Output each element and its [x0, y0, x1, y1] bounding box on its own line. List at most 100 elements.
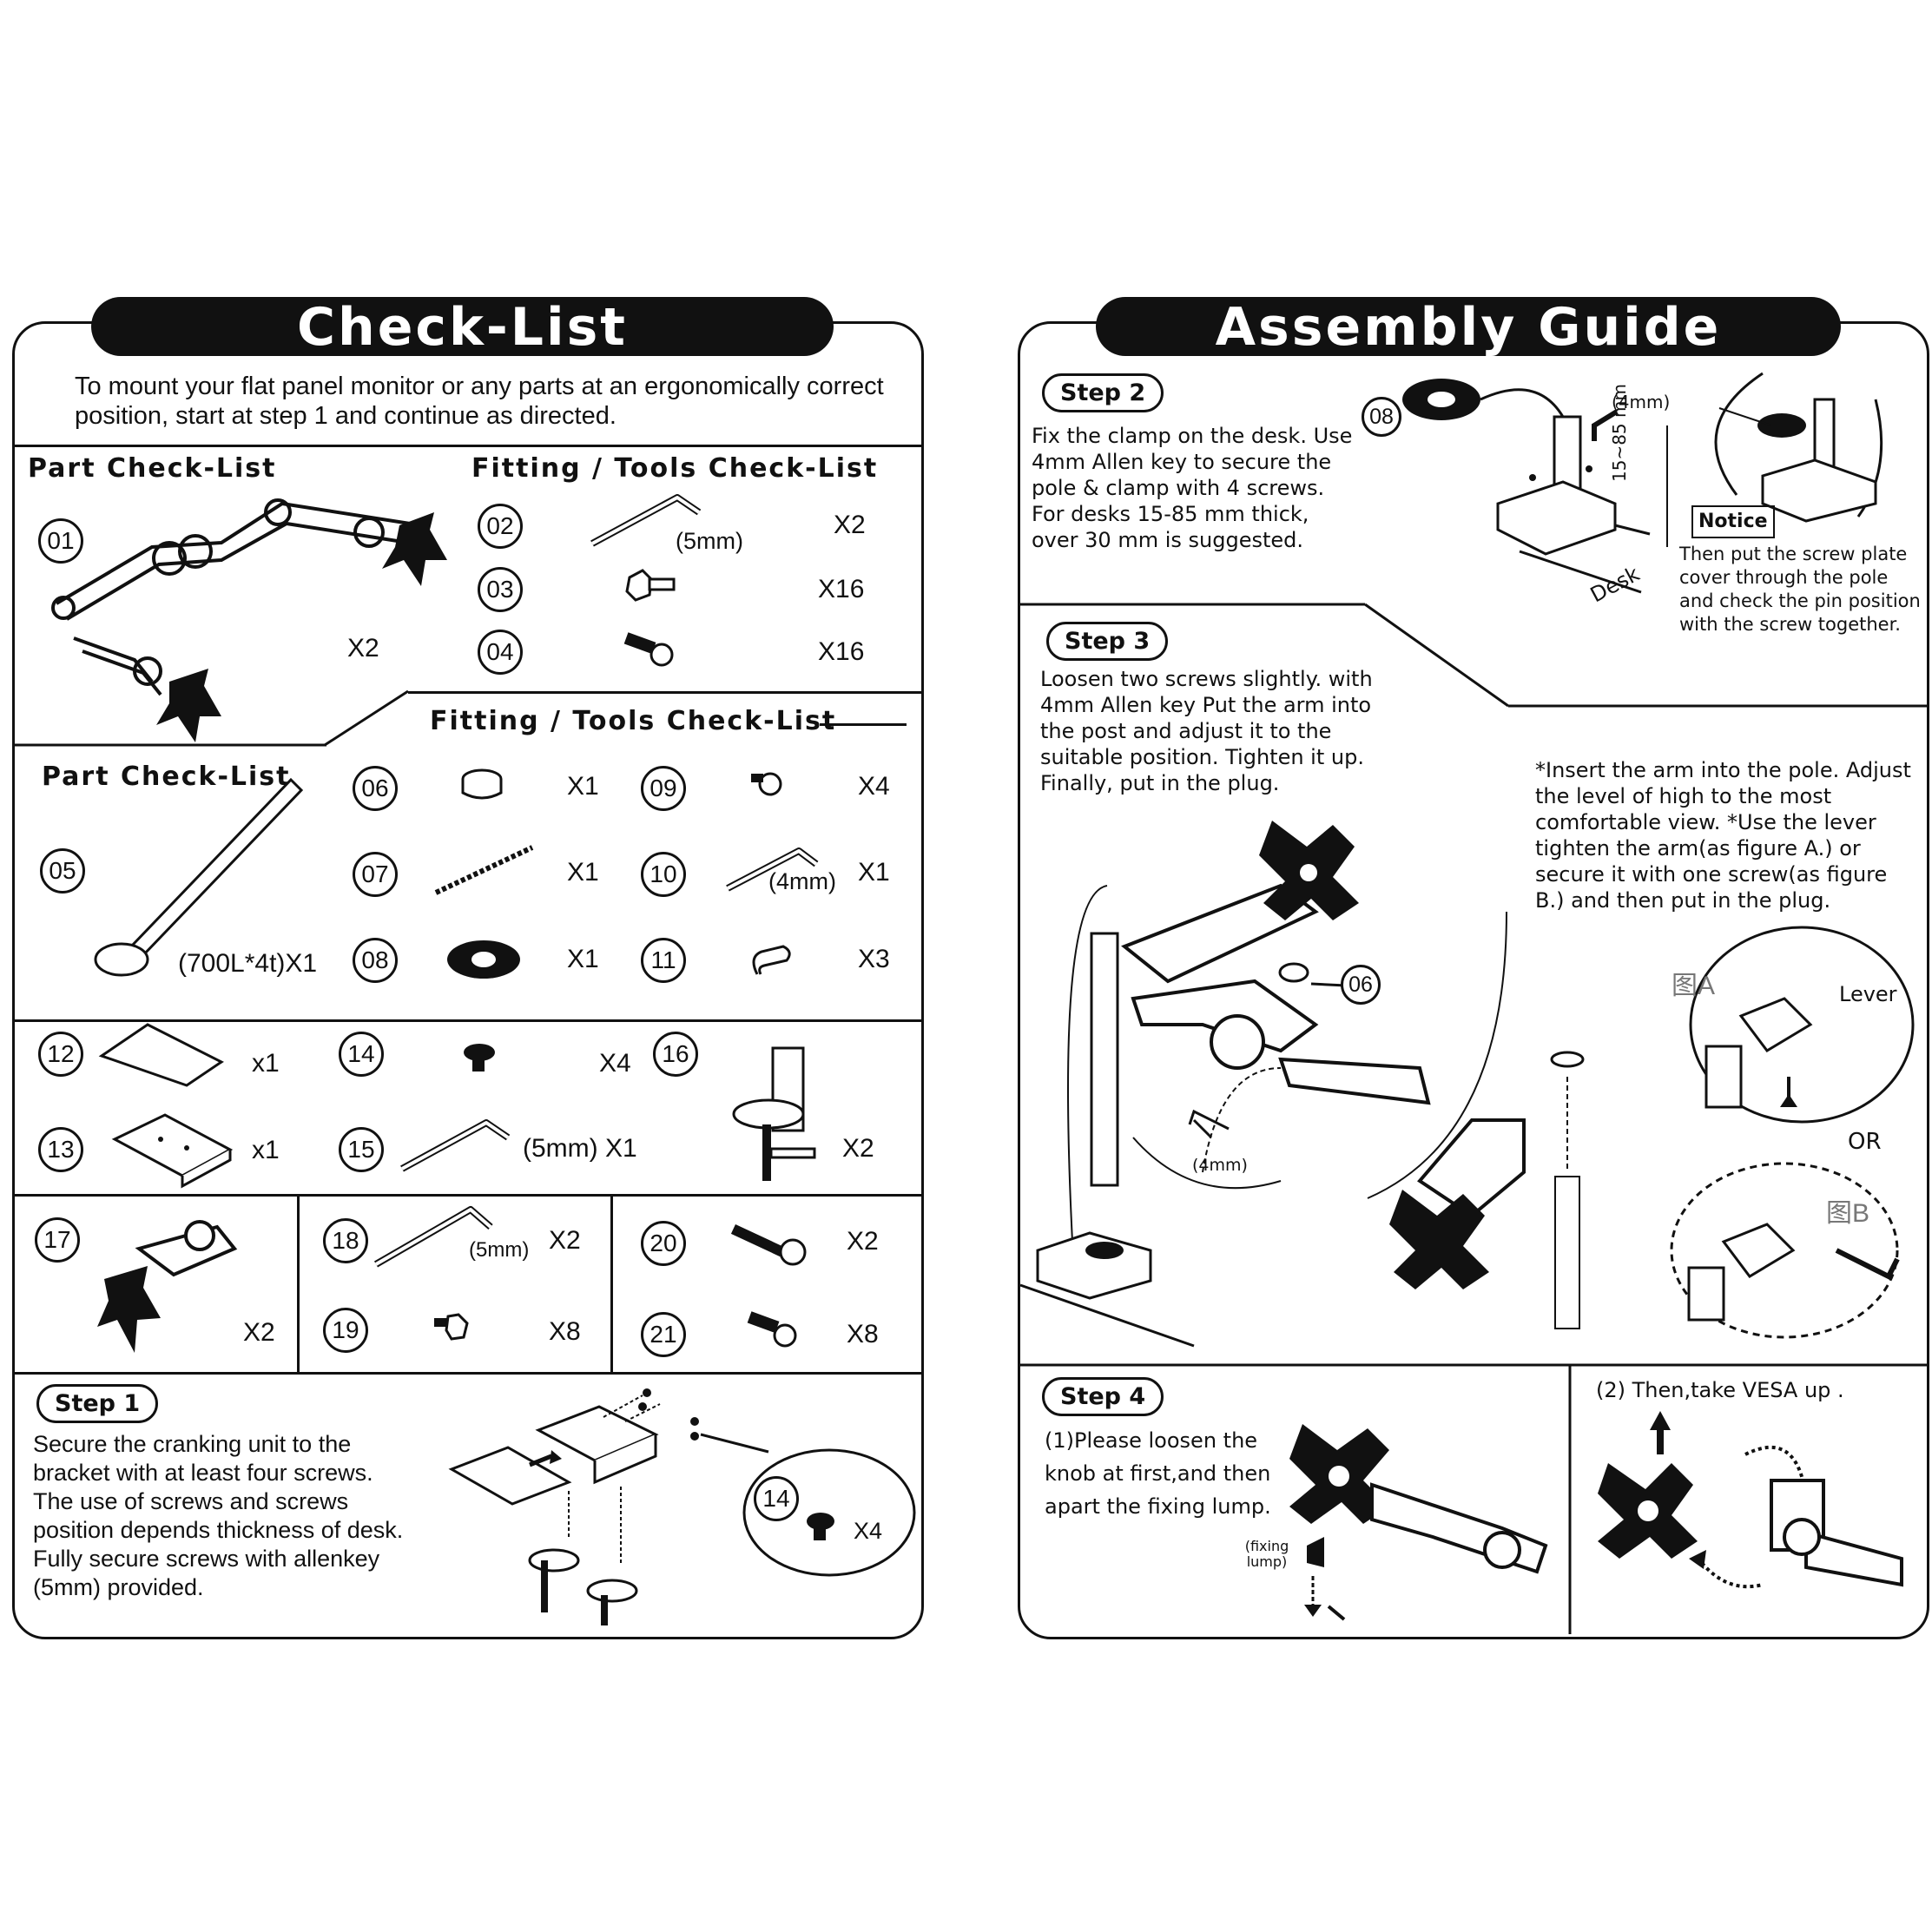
part-checklist-heading: Part Check-List	[28, 453, 277, 484]
step-3-label: Step 3	[1046, 622, 1169, 661]
item-quantity: X1	[567, 945, 599, 973]
allen-key-icon	[590, 494, 702, 547]
step-1-label: Step 1	[36, 1384, 159, 1423]
plug-cap-icon	[461, 768, 503, 800]
item-quantity: X2	[847, 1227, 879, 1256]
step-1-text: Secure the cranking unit to the bracket …	[33, 1431, 404, 1600]
step-3-arm-illustration	[1019, 821, 1915, 1348]
divider	[408, 691, 921, 694]
item-number: 04	[478, 630, 523, 675]
item-number: 18	[323, 1218, 368, 1263]
step-2-notice-text: Then put the screw plate cover through t…	[1679, 544, 1921, 635]
item-quantity: X2	[842, 1134, 874, 1163]
item-quantity: X2	[243, 1318, 275, 1347]
item-number: 19	[323, 1308, 368, 1353]
screw-plate-cover-icon	[447, 940, 520, 979]
step-3-note: *Insert the arm into the pole. Adjust th…	[1535, 758, 1911, 913]
item-number: 15	[339, 1127, 384, 1172]
item-quantity: x1	[252, 1049, 280, 1078]
lever-label: Lever	[1839, 982, 1897, 1006]
step-3-part-number: 06	[1341, 965, 1381, 1005]
step-1-callout-number: 14	[754, 1476, 799, 1521]
item-number: 20	[641, 1221, 686, 1266]
flat-screw-icon	[464, 1044, 495, 1072]
hex-screw-icon	[434, 1313, 469, 1341]
item-quantity: X16	[818, 637, 865, 666]
item-quantity: X3	[858, 945, 890, 973]
divider	[12, 1019, 921, 1022]
flat-screw-icon	[751, 772, 782, 796]
step-3-text: Loosen two screws slightly. with 4mm All…	[1040, 667, 1373, 795]
bracket-icon	[111, 1113, 234, 1189]
divider	[610, 1194, 613, 1373]
item-quantity: x1	[252, 1136, 280, 1164]
item-quantity: (700L*4t)X1	[178, 949, 318, 978]
item-quantity: X8	[549, 1317, 581, 1346]
item-number: 14	[339, 1032, 384, 1077]
item-number: 11	[641, 938, 686, 983]
item-number: 21	[641, 1312, 686, 1357]
item-note: (5mm)	[676, 528, 743, 554]
item-number: 17	[35, 1217, 80, 1263]
item-number: 01	[38, 518, 83, 564]
item-number: 07	[353, 852, 398, 897]
step-4-text: (1)Please loosen the knob at first,and t…	[1045, 1428, 1271, 1519]
step-1-callout-quantity: X4	[854, 1518, 883, 1544]
assembly-dividers	[1018, 603, 1929, 1634]
item-number: 06	[353, 766, 398, 811]
allen-key-icon	[373, 1206, 493, 1268]
divider	[12, 1372, 921, 1375]
hex-screw-icon	[625, 569, 676, 602]
step-2-thickness: 15~85 mm	[1609, 384, 1630, 482]
item-number: 03	[478, 567, 523, 612]
item-note: (4mm)	[768, 868, 836, 894]
step-4-label: Step 4	[1042, 1377, 1164, 1416]
heading-rule	[820, 723, 907, 726]
item-number: 02	[478, 504, 523, 549]
item-quantity: X2	[347, 634, 379, 663]
fitting-checklist-heading: Fitting / Tools Check-List	[430, 706, 837, 736]
step-2-text: Fix the clamp on the desk. Use 4mm Allen…	[1032, 424, 1353, 552]
checklist-intro: To mount your flat panel monitor or any …	[75, 373, 884, 430]
checklist-title: Check-List	[91, 297, 834, 358]
clamp-icon	[732, 1046, 816, 1181]
figure-a-label: 图A	[1672, 972, 1716, 1000]
step-2-key-size: (4mm)	[1612, 392, 1671, 412]
item-quantity: X2	[834, 511, 866, 539]
step-2-part-number: 08	[1362, 397, 1401, 437]
checklist-panel	[12, 321, 924, 1639]
notice-badge: Notice	[1691, 505, 1775, 538]
part-checklist-heading: Part Check-List	[42, 762, 291, 792]
cable-tie-icon	[434, 845, 534, 895]
item-quantity: X2	[549, 1226, 581, 1255]
item-quantity: X4	[599, 1049, 631, 1078]
flat-screw-icon	[807, 1513, 834, 1540]
item-quantity: X1	[858, 858, 890, 887]
pan-screw-icon	[623, 632, 674, 667]
pole-illustration	[94, 777, 304, 977]
pan-screw-icon	[747, 1311, 797, 1348]
item-quantity: X4	[858, 772, 890, 801]
step-3-key-size: (4mm)	[1192, 1156, 1248, 1175]
step-4-vesa-illustration	[1598, 1411, 1903, 1589]
step-2-label: Step 2	[1042, 373, 1164, 412]
divider	[12, 1194, 921, 1197]
single-arm-illustration	[97, 1220, 238, 1353]
item-quantity: X1	[567, 858, 599, 887]
fixing-lump-label: (fixing lump)	[1244, 1538, 1289, 1570]
item-number: 09	[641, 766, 686, 811]
divider-diagonal	[12, 689, 409, 747]
step-4-arm-illustration	[1289, 1424, 1548, 1621]
step-2-clamp-illustration	[1402, 372, 1883, 594]
allen-key-icon	[400, 1119, 511, 1172]
allen-key-icon	[726, 847, 819, 892]
fitting-checklist-heading: Fitting / Tools Check-List	[471, 453, 879, 484]
long-bolt-icon	[730, 1224, 807, 1266]
item-number: 08	[353, 938, 398, 983]
dual-arm-illustration	[51, 498, 447, 742]
item-quantity: X16	[818, 575, 865, 603]
item-quantity: X1	[567, 772, 599, 801]
assembly-title: Assembly Guide	[1096, 297, 1841, 358]
item-quantity: X8	[847, 1320, 879, 1348]
divider	[12, 445, 921, 447]
